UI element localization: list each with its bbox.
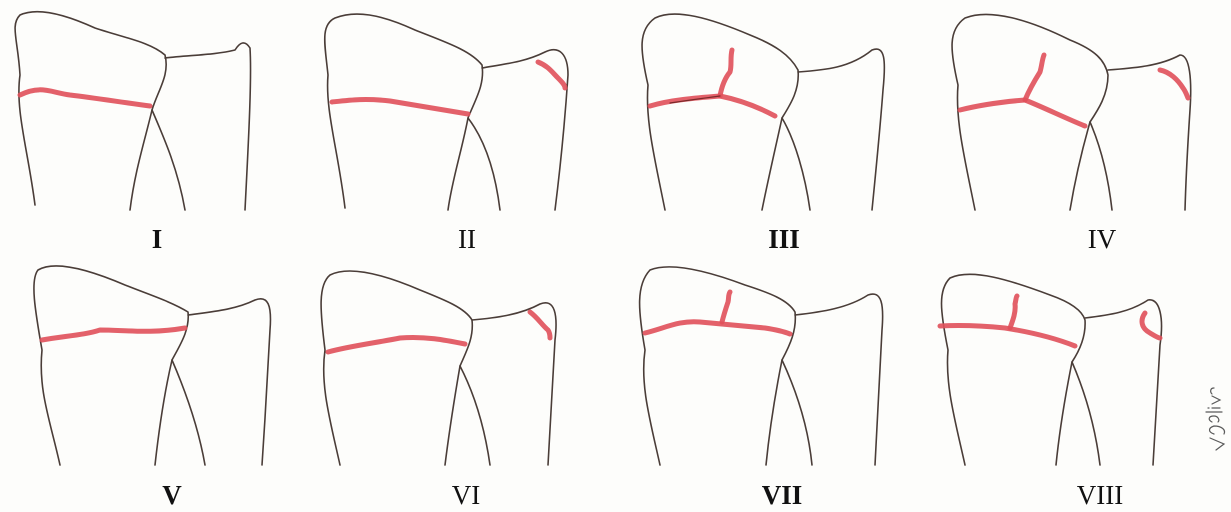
fracture-line (650, 96, 775, 116)
radius-outline (952, 14, 1108, 210)
fracture-line (332, 99, 468, 114)
radius-outline (640, 267, 796, 465)
ulnar-styloid-fracture (530, 312, 550, 338)
panel-IV (952, 14, 1191, 210)
panel-VII (640, 267, 883, 465)
radioulnar-joint-line (460, 366, 490, 465)
radioulnar-joint-line (152, 110, 185, 210)
panel-label-VI: VI (406, 482, 526, 509)
ulna-outline (165, 43, 251, 210)
panel-label-IV: IV (1042, 226, 1162, 253)
ulnar-styloid-fracture (1160, 70, 1188, 98)
radioulnar-joint-line (1072, 362, 1100, 465)
fracture-line (645, 322, 790, 334)
radioulnar-joint-line (468, 118, 500, 210)
fracture-line (940, 326, 1075, 346)
ulnar-styloid-fracture (538, 62, 565, 88)
fracture-line (328, 337, 465, 352)
fracture-line (20, 90, 150, 106)
radioulnar-joint-line (782, 360, 812, 465)
artist-signature (1206, 388, 1225, 450)
panel-II (325, 14, 568, 210)
panel-V (34, 266, 271, 465)
panel-label-III: III (724, 226, 844, 253)
radius-outline (642, 14, 798, 210)
panel-label-V: V (112, 482, 232, 509)
radioulnar-joint-line (1090, 122, 1112, 210)
panel-label-VIII: VIII (1040, 482, 1160, 509)
radioulnar-joint-line (782, 118, 810, 210)
panel-label-II: II (407, 226, 527, 253)
radioulnar-joint-line (172, 360, 205, 465)
panel-label-I: I (97, 226, 217, 253)
radius-outline (34, 266, 188, 465)
radius-outline (321, 271, 472, 465)
fracture-line (960, 100, 1085, 126)
panel-VIII (940, 274, 1162, 465)
intra-articular-fracture (1010, 296, 1017, 328)
intra-articular-fracture (720, 50, 732, 96)
radius-outline (15, 12, 166, 210)
intra-articular-fracture (1025, 55, 1044, 100)
panel-III (642, 14, 884, 210)
panel-VI (321, 271, 556, 465)
fracture-line (42, 328, 185, 340)
panel-label-VII: VII (722, 482, 842, 509)
ulna-outline (798, 49, 884, 210)
intra-articular-fracture (722, 292, 730, 322)
panel-I (15, 12, 250, 210)
ulnar-styloid-fracture (1142, 313, 1160, 338)
